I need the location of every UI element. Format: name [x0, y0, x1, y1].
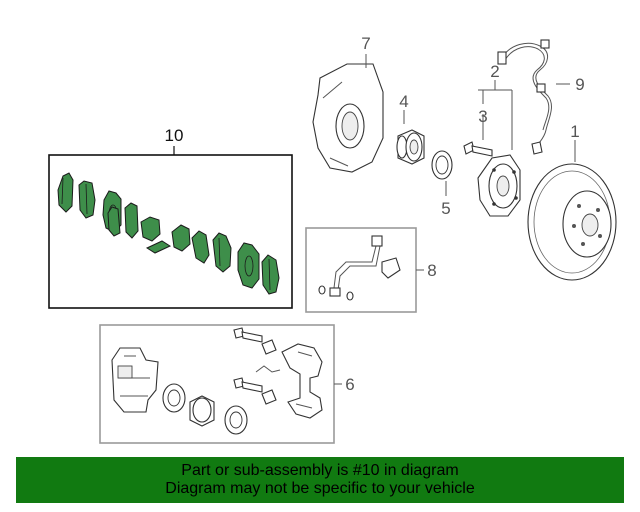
brake-pad — [57, 172, 74, 213]
callout-5[interactable]: 5 — [441, 199, 450, 218]
callout-9[interactable]: 9 — [575, 75, 584, 94]
brake-pad — [212, 232, 232, 273]
callout-10[interactable]: 10 — [165, 126, 184, 145]
callout-3[interactable]: 3 — [478, 107, 487, 126]
brake-rotor[interactable]: 1 — [527, 122, 617, 281]
wear-indicator-clip — [145, 240, 172, 254]
callout-8[interactable]: 8 — [427, 261, 436, 280]
snap-ring[interactable]: 5 — [431, 150, 453, 218]
callout-1[interactable]: 1 — [570, 122, 579, 141]
brake-pad — [78, 180, 96, 219]
brake-pad — [237, 242, 260, 289]
brake-pad-shim — [140, 216, 161, 242]
callout-6[interactable]: 6 — [345, 375, 354, 394]
wheel-bearing[interactable]: 4 — [396, 92, 425, 165]
brake-pad-set-box — [48, 154, 293, 309]
brake-pad-shim — [124, 202, 139, 239]
splash-shield[interactable]: 7 — [312, 34, 384, 173]
brake-hose-group[interactable]: 8 — [305, 227, 437, 313]
callout-7[interactable]: 7 — [361, 34, 370, 53]
brake-pad — [107, 206, 121, 237]
banner-line-2: Diagram may not be specific to your vehi… — [165, 480, 475, 497]
callout-4[interactable]: 4 — [399, 92, 408, 111]
brake-pad — [261, 254, 280, 295]
brake-pad-shim — [171, 224, 191, 252]
wheel-speed-sensor[interactable]: 9 — [497, 39, 585, 155]
brake-pad-set-group[interactable]: 10 — [48, 126, 293, 309]
hub-assembly[interactable]: 2 — [477, 62, 521, 217]
callout-2[interactable]: 2 — [490, 62, 499, 81]
caliper-assembly-group[interactable]: 6 — [99, 324, 355, 444]
brake-pad — [191, 230, 210, 264]
hub-bolt[interactable]: 3 — [463, 107, 493, 157]
banner-line-1: Part or sub-assembly is #10 in diagram — [181, 462, 459, 479]
info-banner: Part or sub-assembly is #10 in diagram D… — [16, 457, 624, 503]
